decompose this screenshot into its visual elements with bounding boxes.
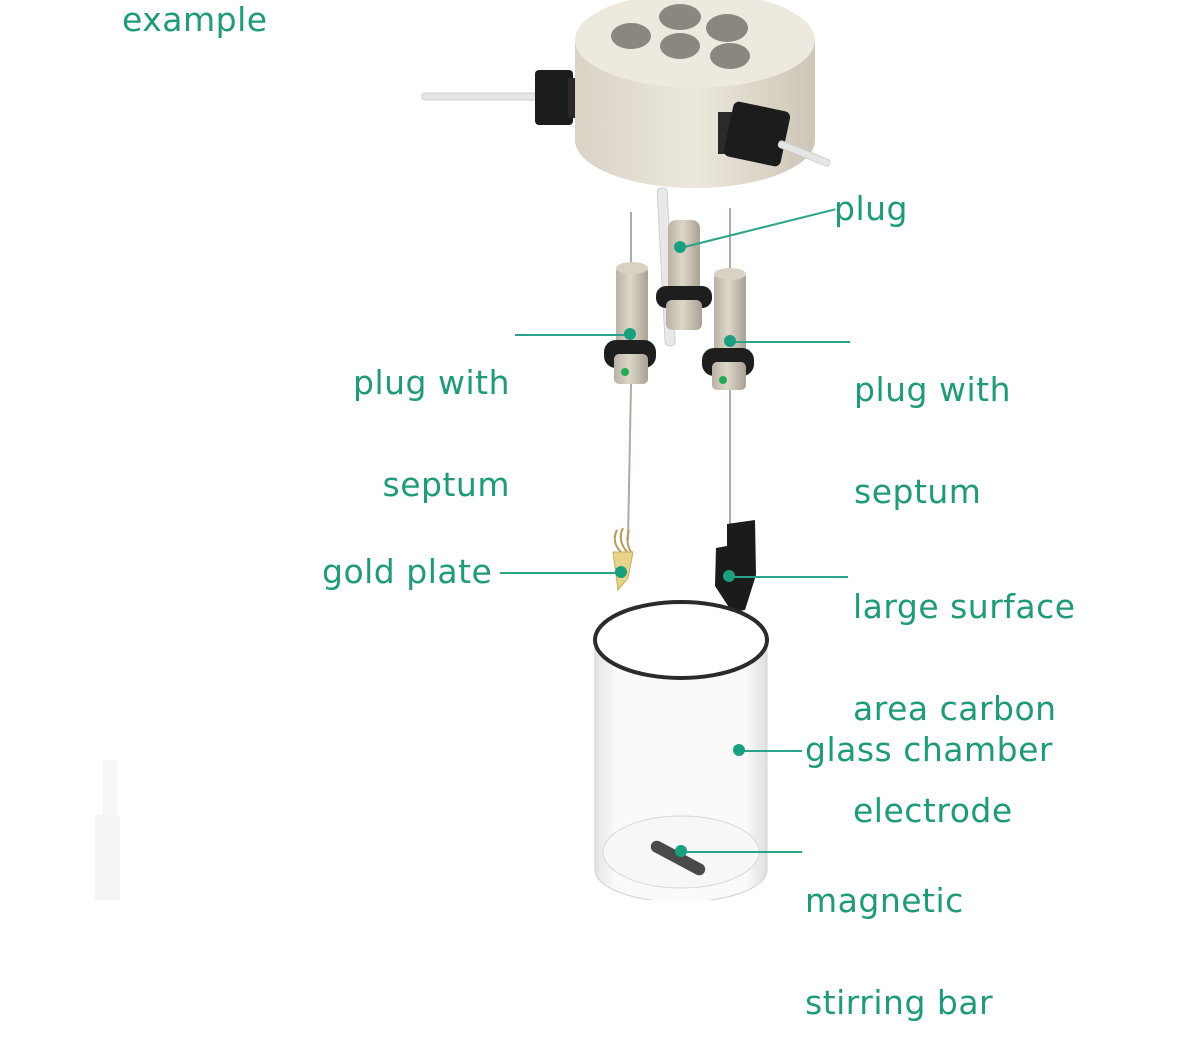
- marker-dot-plug-septum-right: [724, 335, 736, 347]
- left-tube-fitting: [421, 70, 582, 125]
- leader-carbon-electrode: [730, 576, 848, 578]
- label-line: large surface: [853, 587, 1076, 626]
- label-line: area carbon: [853, 689, 1057, 728]
- leader-plug-septum-right: [730, 341, 850, 343]
- label-line: plug with: [353, 363, 510, 402]
- label-line: stirring bar: [805, 983, 994, 1022]
- label-plug-septum-right: plug with septum: [854, 305, 1011, 543]
- label-stirring-bar: magnetic stirring bar: [805, 816, 993, 1054]
- leader-plug-septum-left: [515, 334, 630, 336]
- label-gold-plate: gold plate: [322, 552, 493, 591]
- label-plug-septum-left: plug with septum: [330, 298, 510, 536]
- label-carbon-electrode: large surface area carbon electrode: [853, 522, 1076, 862]
- marker-dot-stirring-bar: [675, 845, 687, 857]
- title-fragment: example: [122, 0, 268, 39]
- leader-glass-chamber: [740, 750, 802, 752]
- marker-dot-carbon-electrode: [723, 570, 735, 582]
- gold-plate-electrode: [612, 527, 634, 592]
- marker-dot-gold-plate: [615, 566, 627, 578]
- leader-gold-plate: [500, 572, 622, 574]
- label-line: septum: [854, 472, 982, 511]
- carbon-electrode-block: [715, 520, 756, 612]
- marker-dot-glass-chamber: [733, 744, 745, 756]
- label-line: septum: [382, 465, 510, 504]
- label-line: plug with: [854, 370, 1011, 409]
- label-line: electrode: [853, 791, 1013, 830]
- right-tube-fitting: [718, 101, 831, 167]
- marker-dot-plug-septum-left: [624, 328, 636, 340]
- right-plug-with-septum: [702, 208, 754, 530]
- label-glass-chamber: glass chamber: [805, 730, 1053, 769]
- leader-stirring-bar: [680, 851, 802, 853]
- label-plug: plug: [834, 189, 908, 228]
- label-line: magnetic: [805, 881, 964, 920]
- stirring-bar-shape: [650, 840, 706, 876]
- marker-dot-plug: [674, 241, 686, 253]
- left-plug-with-septum: [604, 212, 656, 541]
